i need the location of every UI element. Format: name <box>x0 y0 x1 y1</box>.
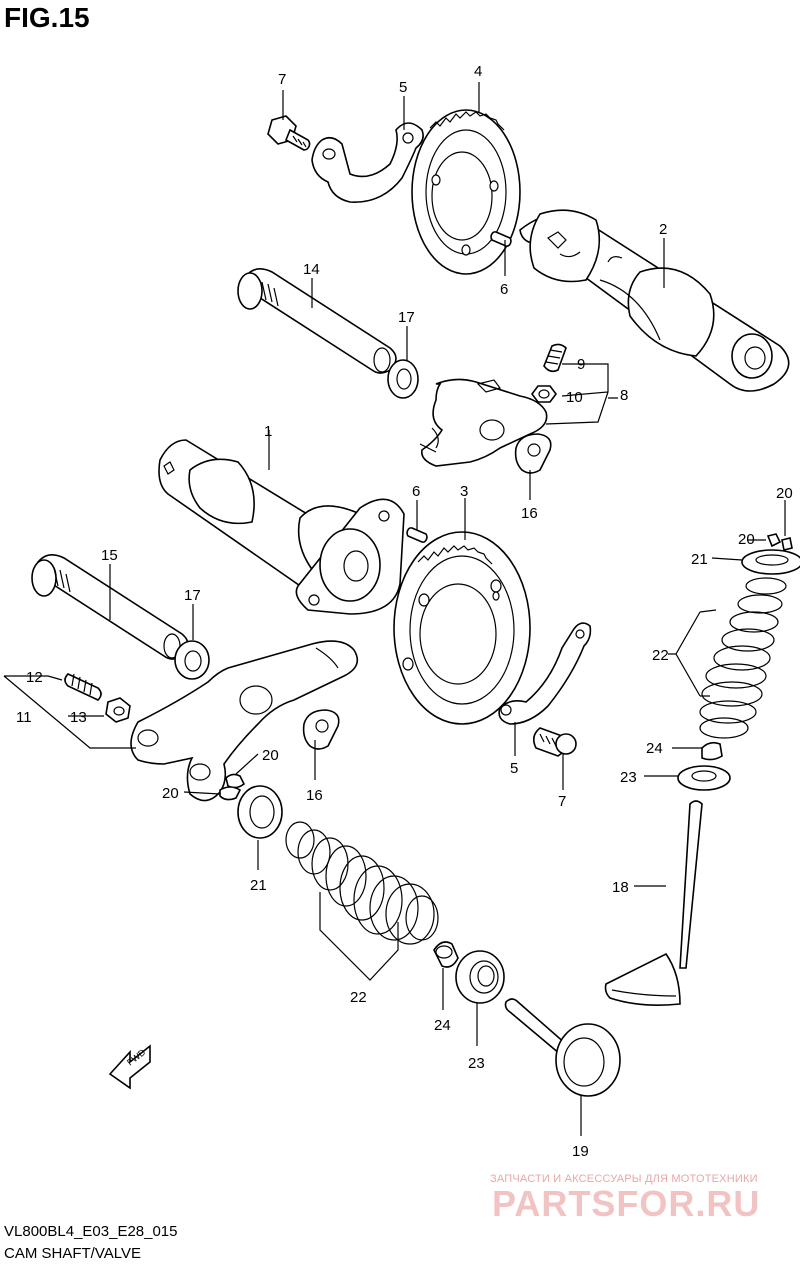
valve-part-19 <box>504 998 621 1097</box>
spring-seat-part-23-right <box>677 765 731 791</box>
callout-13: 13 <box>70 709 87 726</box>
sprocket-part-4-upper <box>411 109 521 275</box>
camshaft-part-2 <box>519 209 790 392</box>
adjust-screw-part-9 <box>543 343 567 373</box>
callout-7-lower: 7 <box>558 793 566 810</box>
callout-4: 4 <box>474 63 482 80</box>
callout-16-lower: 16 <box>306 787 323 804</box>
figure-title: FIG.15 <box>4 2 90 33</box>
callout-20-left-upper: 20 <box>262 747 279 764</box>
callout-2: 2 <box>659 221 667 238</box>
callout-21-left: 21 <box>250 877 267 894</box>
bolt-part-7-lower <box>532 727 577 757</box>
rocker-arm-part-11 <box>130 640 359 802</box>
washer-part-17-lower <box>174 640 210 680</box>
stem-seal-part-24-right <box>701 741 723 761</box>
callout-20-right-top: 20 <box>776 485 793 502</box>
model-code: VL800BL4_E03_E28_015 <box>4 1223 178 1240</box>
retainer-part-21-right <box>741 549 800 575</box>
plate-part-5-upper <box>311 122 424 203</box>
lock-nut-part-10 <box>531 385 557 403</box>
stem-seal-part-24-center <box>433 941 459 968</box>
bolt-part-7-upper <box>267 115 311 151</box>
callout-5-lower: 5 <box>510 760 518 777</box>
leader-lines <box>3 82 786 1136</box>
callout-7-upper: 7 <box>278 71 286 88</box>
callout-24-right: 24 <box>646 740 663 757</box>
callout-11: 11 <box>16 709 32 726</box>
callout-19: 19 <box>572 1143 589 1160</box>
callout-18: 18 <box>612 879 629 896</box>
valve-part-18 <box>604 800 703 1006</box>
cotter-part-20-right <box>766 533 793 551</box>
callout-3: 3 <box>460 483 468 500</box>
callout-5-upper: 5 <box>399 79 407 96</box>
plate-part-5-lower <box>498 622 592 725</box>
callout-1: 1 <box>264 423 272 440</box>
callout-6-upper: 6 <box>500 281 508 298</box>
callout-24-center: 24 <box>434 1017 451 1034</box>
callout-20-right: 20 <box>738 531 755 548</box>
callout-23-center: 23 <box>468 1055 485 1072</box>
callout-15: 15 <box>101 547 118 564</box>
camshaft-part-1 <box>158 439 405 615</box>
valve-springs-part-22-right <box>699 577 787 739</box>
pin-part-6-lower <box>406 527 428 543</box>
callout-labels: 7 5 4 2 6 14 17 9 10 8 16 1 6 3 20 20 21… <box>16 63 793 1160</box>
rocker-arm-part-8 <box>419 378 548 467</box>
plate-part-16-lower <box>302 709 340 750</box>
callout-23-right: 23 <box>620 769 637 786</box>
pin-part-6-upper <box>490 231 512 247</box>
spring-seat-part-23-center <box>455 950 505 1004</box>
plate-part-16-upper <box>514 433 552 474</box>
callout-10: 10 <box>566 389 583 406</box>
callout-22-right: 22 <box>652 647 669 664</box>
callout-22-center: 22 <box>350 989 367 1006</box>
watermark-tagline: ЗАПЧАСТИ И АКСЕССУАРЫ ДЛЯ МОТОТЕХНИКИ <box>490 1173 758 1185</box>
cotter-part-20-left <box>219 773 246 801</box>
callout-9: 9 <box>577 356 585 373</box>
callout-12: 12 <box>26 669 43 686</box>
rocker-shaft-part-14 <box>237 268 397 374</box>
valve-springs-part-22-center <box>285 821 439 945</box>
fwd-arrow-icon: FWD <box>108 1044 151 1090</box>
callout-20-left-lower: 20 <box>162 785 179 802</box>
lock-nut-part-13 <box>105 697 131 723</box>
diagram-caption: CAM SHAFT/VALVE <box>4 1245 141 1262</box>
callout-17-upper: 17 <box>398 309 415 326</box>
washer-part-17-upper <box>387 359 419 399</box>
callout-6-lower: 6 <box>412 483 420 500</box>
watermark-brand: PARTSFOR.RU <box>492 1183 761 1224</box>
adjust-screw-part-12 <box>64 673 102 701</box>
callout-17-lower: 17 <box>184 587 201 604</box>
callout-21-right: 21 <box>691 551 708 568</box>
callout-14: 14 <box>303 261 320 278</box>
sprocket-part-3-lower <box>393 531 531 725</box>
callout-8: 8 <box>620 387 628 404</box>
callout-16-upper: 16 <box>521 505 538 522</box>
retainer-part-21-left <box>237 785 283 839</box>
